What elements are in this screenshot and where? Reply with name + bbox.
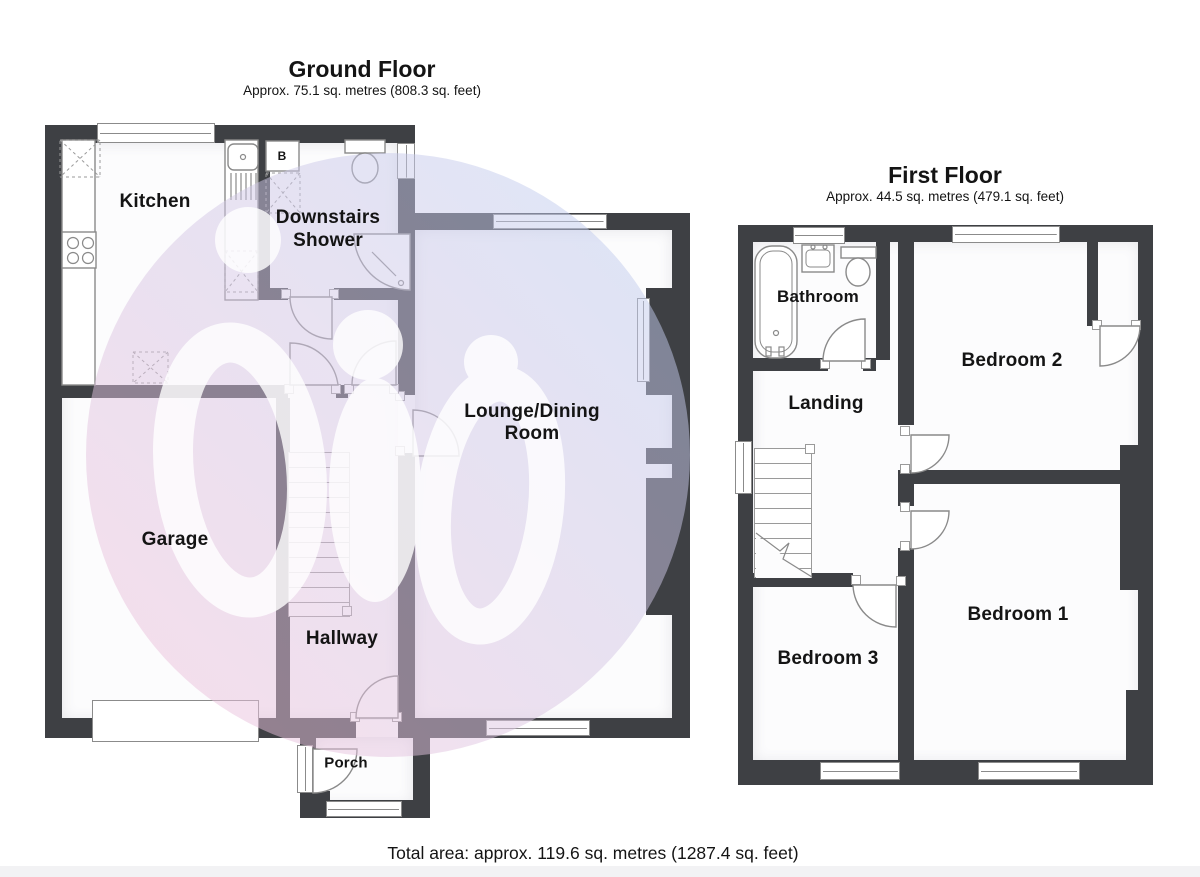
boiler-label: B bbox=[277, 149, 287, 163]
window bbox=[326, 801, 402, 817]
chimney-breast bbox=[646, 288, 674, 395]
first-floor-title: First Floor bbox=[888, 162, 1002, 188]
first-floor-interior bbox=[753, 242, 1140, 762]
door-jamb bbox=[861, 359, 871, 369]
door-jamb bbox=[851, 575, 861, 585]
chimney-breast bbox=[646, 478, 674, 615]
wall bbox=[738, 760, 1153, 785]
newel-post bbox=[342, 606, 352, 616]
room-label-bathroom: Bathroom bbox=[777, 287, 859, 306]
room-label-bedroom-1: Bedroom 1 bbox=[967, 604, 1069, 625]
wall bbox=[672, 213, 690, 738]
wall bbox=[45, 125, 62, 738]
door-jamb bbox=[1092, 320, 1102, 330]
room-label-porch: Porch bbox=[324, 754, 368, 772]
door-jamb bbox=[350, 712, 360, 722]
room-label-garage: Garage bbox=[141, 529, 209, 550]
wall bbox=[58, 385, 288, 398]
room-label-hallway: Hallway bbox=[305, 628, 379, 649]
room-label-bedroom-2: Bedroom 2 bbox=[961, 350, 1063, 371]
total-area-text: Total area: approx. 119.6 sq. metres (12… bbox=[387, 843, 799, 863]
wall bbox=[1087, 233, 1098, 326]
door-jamb bbox=[896, 576, 906, 586]
window bbox=[637, 298, 650, 382]
door-jamb bbox=[900, 464, 910, 474]
wall bbox=[753, 358, 828, 371]
room-label-lounge-dining: Room bbox=[504, 423, 560, 444]
room-label-downstairs-shower: Shower bbox=[293, 230, 363, 251]
bottom-strip bbox=[0, 866, 1200, 877]
staircase bbox=[754, 448, 812, 578]
room-label-landing: Landing bbox=[788, 393, 864, 414]
window bbox=[486, 720, 590, 736]
wall bbox=[646, 448, 674, 464]
room-label-downstairs-shower: Downstairs bbox=[275, 207, 381, 228]
door-jamb bbox=[331, 384, 341, 394]
wall bbox=[898, 470, 1122, 484]
window bbox=[793, 227, 845, 244]
wall bbox=[256, 125, 270, 300]
first-floor-subtitle: Approx. 44.5 sq. metres (479.1 sq. feet) bbox=[826, 189, 1064, 204]
room-label-lounge-dining: Lounge/Dining bbox=[464, 401, 600, 422]
door-jamb bbox=[820, 359, 830, 369]
door-jamb bbox=[329, 289, 339, 299]
wall bbox=[398, 215, 415, 395]
window bbox=[493, 214, 607, 229]
newel-post bbox=[805, 444, 815, 454]
wall bbox=[413, 737, 430, 818]
window bbox=[397, 143, 415, 179]
window bbox=[952, 226, 1060, 243]
ground-floor-subtitle: Approx. 75.1 sq. metres (808.3 sq. feet) bbox=[243, 83, 481, 98]
door-jamb bbox=[900, 426, 910, 436]
window bbox=[978, 762, 1080, 780]
wall bbox=[898, 548, 914, 760]
ground-floor-title: Ground Floor bbox=[288, 56, 436, 82]
wall bbox=[398, 453, 415, 718]
door-jamb bbox=[281, 289, 291, 299]
window bbox=[297, 745, 313, 793]
door-jamb bbox=[900, 541, 910, 551]
wall bbox=[738, 225, 753, 785]
door-jamb bbox=[900, 502, 910, 512]
chimney-breast bbox=[1120, 445, 1153, 590]
lounge-interior bbox=[415, 230, 672, 720]
garage-door bbox=[92, 700, 259, 742]
window bbox=[735, 441, 752, 494]
door-jamb bbox=[392, 712, 402, 722]
wall bbox=[898, 484, 914, 506]
wall bbox=[876, 233, 890, 360]
room-label-kitchen: Kitchen bbox=[119, 191, 191, 212]
wall bbox=[898, 233, 914, 425]
door-jamb bbox=[395, 446, 405, 456]
door-jamb bbox=[1131, 320, 1141, 330]
window bbox=[820, 762, 900, 780]
window bbox=[97, 123, 215, 143]
room-label-bedroom-3: Bedroom 3 bbox=[777, 648, 879, 669]
door-jamb bbox=[389, 384, 399, 394]
staircase bbox=[288, 452, 350, 617]
door-jamb bbox=[284, 384, 294, 394]
door-jamb bbox=[344, 384, 354, 394]
